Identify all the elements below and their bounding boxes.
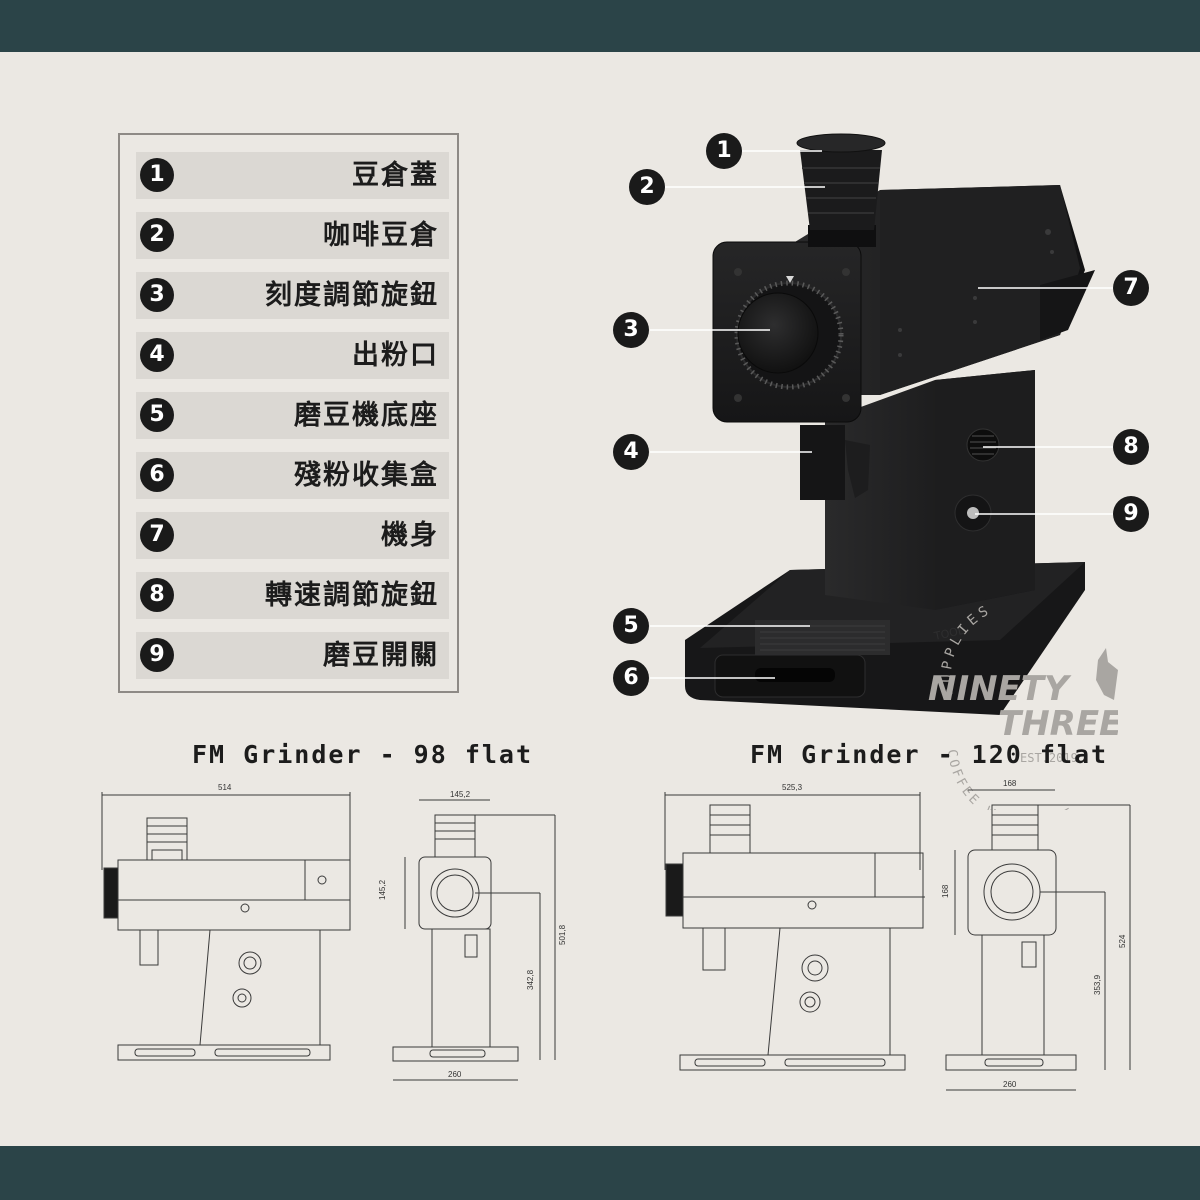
dim-head-height-120: 168 — [941, 884, 950, 898]
legend-number: 4 — [140, 338, 174, 372]
grind-dial — [737, 292, 819, 374]
technical-drawings: 514 145,2 145,2 501,8 342,8 — [101, 779, 1131, 1091]
power-switch — [967, 507, 979, 519]
dim-spout-height-98: 342,8 — [526, 969, 535, 990]
legend-number: 8 — [140, 578, 174, 612]
callout-8: 8 — [1113, 429, 1149, 465]
legend-item-8: 8 轉速調節旋鈕 — [136, 572, 449, 619]
grinder-illustration: TOOL — [650, 133, 1113, 715]
callout-5: 5 — [613, 608, 649, 644]
callout-9: 9 — [1113, 496, 1149, 532]
dim-spout-height-120: 353,9 — [1093, 974, 1102, 995]
front-view-120: 168 168 524 353,9 260 — [941, 779, 1131, 1091]
callout-7: 7 — [1113, 270, 1149, 306]
dosing-spout — [800, 425, 845, 500]
drawing-title-98: FM Grinder - 98 flat — [192, 740, 534, 769]
legend-item-9: 9 磨豆開關 — [136, 632, 449, 679]
legend-item-1: 1 豆倉蓋 — [136, 152, 449, 199]
bean-hopper — [808, 225, 876, 247]
legend-label: 機身 — [381, 520, 439, 551]
callout-2: 2 — [629, 169, 665, 205]
parts-legend: 1 豆倉蓋 2 咖啡豆倉 3 刻度調節旋鈕 4 出粉口 5 磨豆機底座 6 殘粉收集盒 7 機… — [118, 133, 459, 693]
hopper-lid — [796, 133, 886, 153]
legend-item-5: 5 磨豆機底座 — [136, 392, 449, 439]
side-view-98: 514 — [101, 783, 351, 1061]
dim-width-98: 514 — [218, 783, 232, 792]
dim-total-height-120: 524 — [1118, 934, 1127, 948]
legend-item-7: 7 機身 — [136, 512, 449, 559]
legend-number: 3 — [140, 278, 174, 312]
front-view-98: 145,2 145,2 501,8 342,8 260 — [378, 790, 567, 1081]
legend-label: 刻度調節旋鈕 — [265, 280, 439, 311]
dim-side-width-98: 145,2 — [450, 790, 471, 799]
legend-label: 咖啡豆倉 — [323, 220, 439, 251]
side-view-120: 525,3 — [664, 783, 925, 1071]
dim-width-120: 525,3 — [782, 783, 803, 792]
callout-3: 3 — [613, 312, 649, 348]
legend-number: 2 — [140, 218, 174, 252]
bottom-band — [0, 1146, 1200, 1200]
legend-label: 出粉口 — [352, 340, 439, 371]
legend-label: 磨豆開關 — [323, 640, 439, 671]
dim-side-width-120: 168 — [1003, 779, 1017, 788]
legend-label: 磨豆機底座 — [294, 400, 439, 431]
hopper-body — [800, 150, 882, 230]
legend-item-3: 3 刻度調節旋鈕 — [136, 272, 449, 319]
dim-base-depth-98: 260 — [448, 1070, 462, 1079]
dim-total-height-98: 501,8 — [558, 924, 567, 945]
legend-number: 9 — [140, 638, 174, 672]
dial-marker — [786, 276, 794, 283]
legend-label: 豆倉蓋 — [352, 160, 439, 191]
legend-label: 殘粉收集盒 — [294, 460, 439, 491]
legend-number: 6 — [140, 458, 174, 492]
drawing-title-120: FM Grinder - 120 flat — [750, 740, 1109, 769]
top-band — [0, 0, 1200, 52]
legend-number: 1 — [140, 158, 174, 192]
legend-item-4: 4 出粉口 — [136, 332, 449, 379]
callout-4: 4 — [613, 434, 649, 470]
legend-number: 5 — [140, 398, 174, 432]
legend-item-2: 2 咖啡豆倉 — [136, 212, 449, 259]
callout-1: 1 — [706, 133, 742, 169]
speed-knob — [966, 428, 1000, 462]
dim-base-depth-120: 260 — [1003, 1080, 1017, 1089]
legend-number: 7 — [140, 518, 174, 552]
legend-label: 轉速調節旋鈕 — [265, 580, 439, 611]
dim-head-height-98: 145,2 — [378, 879, 387, 900]
callout-6: 6 — [613, 660, 649, 696]
legend-item-6: 6 殘粉收集盒 — [136, 452, 449, 499]
